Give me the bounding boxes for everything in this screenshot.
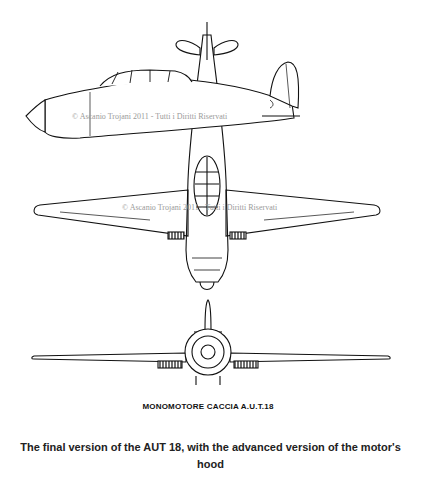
watermark: © Ascanio Trojani 2011 - Tutti i Diritti… bbox=[72, 112, 227, 121]
fin-side bbox=[270, 62, 299, 108]
watermark: © Ascanio Trojani 2011 - Tutti i Diritti… bbox=[122, 203, 277, 212]
rudder-hinge bbox=[286, 64, 290, 108]
side-view bbox=[26, 62, 300, 138]
spinner-top bbox=[200, 282, 214, 290]
radiator-left bbox=[168, 232, 184, 239]
gear-front bbox=[196, 376, 220, 385]
tailplane-right bbox=[214, 41, 238, 55]
fuselage-top bbox=[186, 35, 228, 282]
radiator-right bbox=[230, 232, 246, 239]
spinner-side bbox=[26, 100, 45, 132]
top-view bbox=[34, 22, 380, 290]
front-view bbox=[32, 300, 391, 385]
cowl-front bbox=[185, 329, 231, 375]
fuselage-side bbox=[45, 80, 294, 138]
figure-caption: The final version of the AUT 18, with th… bbox=[20, 439, 401, 473]
wing-right bbox=[226, 190, 380, 236]
radiator-front-right bbox=[234, 361, 258, 368]
canopy-frames-side bbox=[112, 70, 170, 84]
spinner-front bbox=[201, 345, 215, 359]
fin-front bbox=[205, 300, 211, 330]
drawing-sheet bbox=[20, 18, 401, 418]
canopy-side bbox=[100, 70, 192, 86]
cowl-lines bbox=[192, 258, 222, 270]
tailplane-left bbox=[176, 41, 200, 55]
rudder-line bbox=[206, 22, 207, 60]
aileron-lines bbox=[60, 212, 354, 220]
stabilizer-side bbox=[262, 115, 300, 116]
cowl-ring bbox=[192, 336, 224, 368]
wing-left bbox=[34, 190, 188, 236]
drawing-title: MONOMOTORE CACCIA A.U.T.18 bbox=[142, 402, 273, 411]
radiator-front-left bbox=[158, 361, 182, 368]
tail-detail bbox=[270, 100, 273, 108]
